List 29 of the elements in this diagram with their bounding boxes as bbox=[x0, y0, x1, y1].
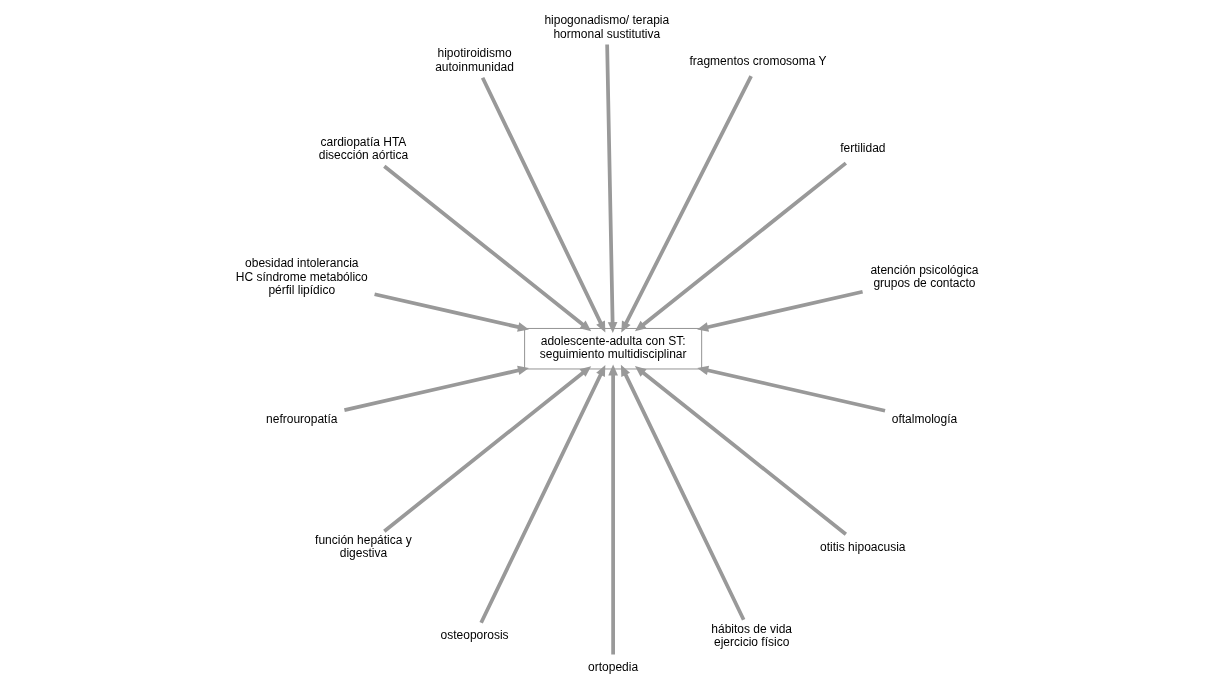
arrow bbox=[696, 365, 885, 413]
node-text: otitis hipoacusia bbox=[819, 539, 906, 554]
node-text: función hepática y digestiva bbox=[314, 532, 412, 561]
node-text: osteoporosis bbox=[440, 628, 509, 643]
node-text: atención psicológica grupos de contacto bbox=[869, 262, 979, 291]
node-text: cardiopatía HTA disección aórtica bbox=[318, 134, 408, 163]
arrow bbox=[620, 75, 753, 333]
node-text: obesidad intolerancia HC síndrome metabólico pérfil lipídico bbox=[235, 256, 368, 298]
node-text: oftalmología bbox=[891, 411, 957, 426]
arrow bbox=[382, 366, 591, 533]
node-text: hábitos de vida ejercicio físico bbox=[710, 621, 792, 650]
arrow bbox=[696, 289, 863, 332]
arrow bbox=[634, 366, 847, 536]
arrow bbox=[478, 364, 605, 624]
arrow bbox=[343, 365, 529, 412]
arrow bbox=[620, 364, 745, 621]
arrow bbox=[373, 292, 529, 332]
arrow bbox=[382, 164, 591, 332]
node-text: nefrouropatía bbox=[265, 411, 337, 426]
node-text: ortopedia bbox=[587, 659, 638, 674]
arrow bbox=[634, 161, 847, 332]
arrow bbox=[604, 44, 617, 334]
node-text: fertilidad bbox=[839, 141, 885, 156]
node-box: adolescente-adulta con ST: seguimiento multidisciplinar bbox=[523, 328, 702, 370]
node-text: hipotiroidismo autoinmunidad bbox=[434, 46, 514, 74]
node-text: hipogonadismo/ terapia hormonal sustitutiva bbox=[543, 13, 669, 41]
node-text: fragmentos cromosoma Y bbox=[688, 54, 827, 69]
arrow bbox=[607, 364, 618, 655]
arrow bbox=[480, 76, 605, 333]
